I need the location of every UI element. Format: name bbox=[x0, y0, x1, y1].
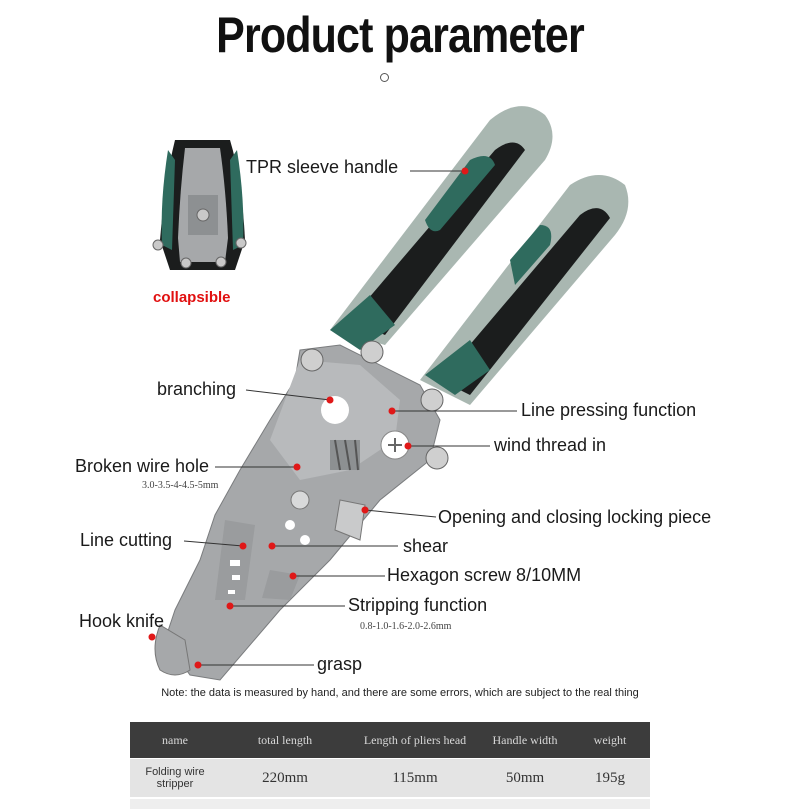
leader-lines bbox=[183, 170, 517, 666]
cell-weight: 195g bbox=[595, 769, 625, 786]
label-branching: branching bbox=[157, 379, 237, 399]
table-row-empty bbox=[130, 799, 650, 809]
header-head-length: Length of pliers head bbox=[363, 732, 467, 747]
label-broken-wire-hole: Broken wire hole bbox=[75, 456, 210, 476]
label-hook-knife: Hook knife bbox=[79, 611, 165, 631]
cell-head-length: 115mm bbox=[392, 769, 438, 786]
table-header-row: name total length Length of pliers head … bbox=[130, 722, 650, 758]
label-collapsible: collapsible bbox=[153, 289, 231, 306]
small-circle-mark bbox=[380, 73, 389, 82]
label-grasp: grasp bbox=[317, 654, 363, 674]
broken-wire-hole-sizes: 3.0-3.5-4-4.5-5mm bbox=[142, 480, 219, 491]
label-wind-thread-in: wind thread in bbox=[494, 435, 607, 455]
label-tpr-sleeve-handle: TPR sleeve handle bbox=[246, 157, 399, 177]
label-line-cutting: Line cutting bbox=[80, 530, 173, 550]
parameter-table: name total length Length of pliers head … bbox=[130, 722, 650, 809]
header-name: name bbox=[162, 732, 188, 747]
tool-head bbox=[154, 340, 449, 681]
handle-left bbox=[330, 106, 553, 350]
label-shear: shear bbox=[403, 536, 449, 556]
stripping-sizes: 0.8-1.0-1.6-2.0-2.6mm bbox=[360, 621, 452, 632]
label-opening-closing-locking-piece: Opening and closing locking piece bbox=[438, 507, 712, 527]
cell-handle-width: 50mm bbox=[505, 769, 545, 786]
cell-name: Folding wire stripper bbox=[145, 766, 205, 790]
header-weight: weight bbox=[593, 732, 627, 747]
page-title: Product parameter bbox=[216, 7, 585, 63]
table-row: Folding wire stripper 220mm 115mm 50mm 1… bbox=[130, 759, 650, 797]
collapsed-tool-image bbox=[152, 140, 247, 270]
handle-right bbox=[420, 175, 629, 405]
header-total-length: total length bbox=[257, 732, 313, 747]
measurement-note: Note: the data is measured by hand, and … bbox=[161, 687, 639, 699]
callout-dots bbox=[148, 167, 469, 669]
label-hexagon-screw: Hexagon screw 8/10MM bbox=[387, 565, 582, 585]
cell-total-length: 220mm bbox=[262, 769, 308, 786]
label-stripping-function: Stripping function bbox=[348, 595, 488, 615]
label-line-pressing-function: Line pressing function bbox=[521, 400, 697, 420]
header-handle-width: Handle width bbox=[492, 732, 558, 747]
